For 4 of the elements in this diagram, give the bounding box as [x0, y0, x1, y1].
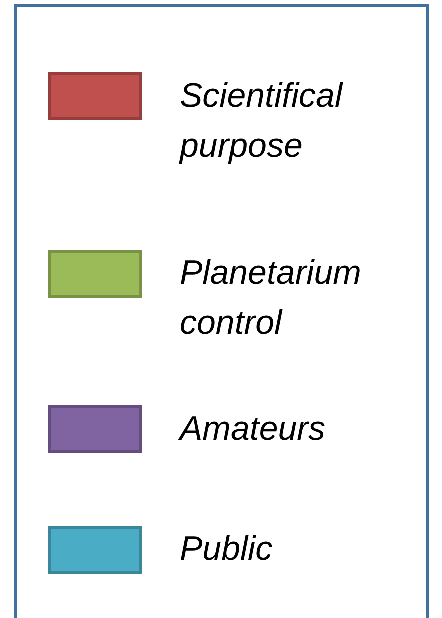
legend-label: Public	[180, 529, 274, 570]
legend-label: Amateurs	[180, 409, 326, 450]
legend-label: Scientifical purpose	[180, 76, 344, 167]
legend-label: Planetarium control	[180, 253, 362, 344]
